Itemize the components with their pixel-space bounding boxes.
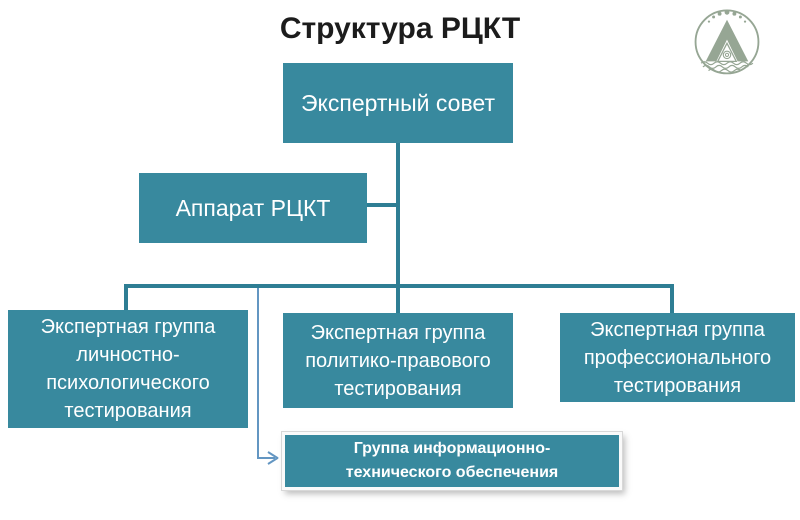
connector-root-vertical: [396, 143, 400, 313]
org-node-group-political-legal: Экспертная группа политико-правового тес…: [283, 313, 513, 408]
connector-span-horizontal: [124, 284, 674, 288]
connector-drop-left: [124, 284, 128, 312]
org-node-expert-council: Экспертный совет: [283, 63, 513, 143]
org-node-apparat-rckt: Аппарат РЦКТ: [139, 173, 367, 243]
emblem-waves: [700, 61, 754, 73]
organization-emblem-icon: [694, 9, 760, 75]
emblem-dots: [707, 9, 747, 23]
connector-apparat-horizontal: [367, 203, 398, 207]
arrowhead-icon: [267, 451, 279, 465]
org-node-group-it-support: Группа информационно- технического обесп…: [281, 431, 623, 491]
slide-title: Структура РЦКТ: [279, 12, 521, 45]
org-node-group-personal-psychological: Экспертная группа личностно- психологиче…: [8, 310, 248, 428]
connector-drop-right: [670, 284, 674, 314]
org-node-group-professional: Экспертная группа профессионального тест…: [560, 313, 795, 402]
